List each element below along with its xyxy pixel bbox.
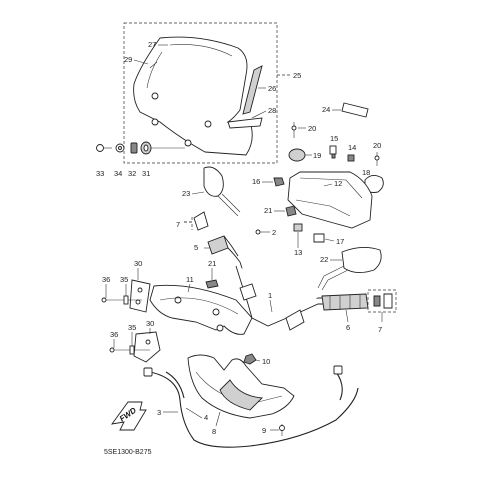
callout-21b: 21 <box>208 259 216 268</box>
diagram-code: 5SE1300-B275 <box>104 449 152 456</box>
callout-4: 4 <box>204 413 208 422</box>
mirror-left <box>203 166 241 217</box>
screw-20 <box>291 122 297 138</box>
throttle-cable-4 <box>165 365 343 401</box>
callout-21a: 21 <box>264 206 272 215</box>
nut-16 <box>273 177 285 187</box>
callout-24: 24 <box>322 105 330 114</box>
callout-33: 33 <box>96 169 104 178</box>
washer-34 <box>115 143 125 153</box>
callout-35b: 35 <box>128 323 136 332</box>
callout-15: 15 <box>330 134 338 143</box>
lower-cover-8 <box>187 354 295 419</box>
mirror-right <box>317 247 382 291</box>
front-cover-11 <box>149 284 253 335</box>
bracket-30b <box>133 331 161 363</box>
callout-36b: 36 <box>110 330 118 339</box>
screw-9 <box>279 425 285 431</box>
windshield <box>133 36 253 156</box>
callout-14: 14 <box>348 143 356 152</box>
callout-35a: 35 <box>120 275 128 284</box>
callout-10: 10 <box>262 357 270 366</box>
callout-2: 2 <box>272 228 276 237</box>
callout-17: 17 <box>336 237 344 246</box>
callout-19: 19 <box>313 151 321 160</box>
label-sticker <box>341 102 369 118</box>
callout-27: 27 <box>148 40 156 49</box>
callout-1: 1 <box>268 291 272 300</box>
callout-12: 12 <box>334 179 342 188</box>
screw-hole <box>151 92 159 100</box>
switch-7 <box>193 211 209 231</box>
callout-9: 9 <box>262 426 266 435</box>
callout-26: 26 <box>268 84 276 93</box>
pad-13 <box>293 223 303 232</box>
callout-34: 34 <box>114 169 122 178</box>
callout-7b: 7 <box>378 325 382 334</box>
throttle-5 <box>207 235 241 263</box>
grommet-19 <box>288 148 306 162</box>
bolt-33 <box>96 144 112 152</box>
callout-30b: 30 <box>146 319 154 328</box>
clip-17 <box>313 233 325 243</box>
callout-31: 31 <box>142 169 150 178</box>
nut-32 <box>130 142 138 154</box>
callout-13: 13 <box>294 248 302 257</box>
callout-30a: 30 <box>134 259 142 268</box>
screw-hole <box>204 120 212 128</box>
callout-7a: 7 <box>176 220 180 229</box>
callout-36a: 36 <box>102 275 110 284</box>
callout-28: 28 <box>268 106 276 115</box>
clip-21b <box>205 279 219 289</box>
grommet-31 <box>140 141 152 155</box>
callout-25: 25 <box>293 71 301 80</box>
nut-14 <box>347 154 355 162</box>
callout-8: 8 <box>212 427 216 436</box>
clip-15 <box>329 145 337 159</box>
callout-16: 16 <box>252 177 260 186</box>
callout-6: 6 <box>346 323 350 332</box>
windshield-strip <box>227 117 263 129</box>
throttle-cable-3 <box>143 367 359 448</box>
screw-hole <box>151 118 159 126</box>
clip-21 <box>285 205 297 217</box>
callout-32: 32 <box>128 169 136 178</box>
handlebar <box>235 261 330 331</box>
windshield-group-box <box>123 22 278 164</box>
callout-29: 29 <box>124 55 132 64</box>
callout-20a: 20 <box>308 124 316 133</box>
callout-20b: 20 <box>373 141 381 150</box>
screw-hole <box>184 139 192 147</box>
grip-end-weight <box>383 293 393 309</box>
screw-20b <box>374 152 380 166</box>
callout-5: 5 <box>194 243 198 252</box>
callout-22: 22 <box>320 255 328 264</box>
nut-35b <box>129 345 135 355</box>
grip-end <box>373 295 381 307</box>
callout-11: 11 <box>186 275 194 284</box>
callout-18: 18 <box>362 168 370 177</box>
bracket-30a <box>129 279 151 313</box>
callout-23: 23 <box>182 189 190 198</box>
callout-3: 3 <box>157 408 161 417</box>
nut-10 <box>243 353 257 365</box>
fwd-arrow-icon: FWD <box>110 401 147 431</box>
group-7-box <box>367 289 397 313</box>
windshield-trim <box>242 65 263 115</box>
grip-6 <box>321 293 369 311</box>
nut-35a <box>123 295 129 305</box>
handlebar-cover <box>287 171 373 229</box>
